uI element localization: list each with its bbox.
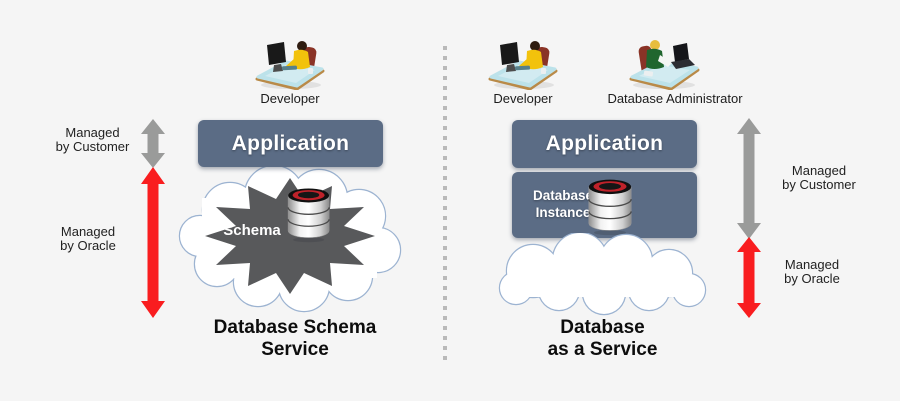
application-label: Application bbox=[545, 132, 664, 155]
application-box: Application bbox=[198, 120, 383, 167]
application-label: Application bbox=[231, 131, 350, 155]
developer-icon bbox=[253, 38, 327, 90]
application-box: Application bbox=[512, 120, 697, 168]
managed-by-customer-arrow bbox=[139, 119, 167, 168]
developer-label: Developer bbox=[493, 91, 553, 106]
developer-icon bbox=[486, 38, 560, 90]
managed-by-customer-label: Managed by Customer bbox=[55, 125, 130, 154]
database-instance-label: Database Instance bbox=[532, 188, 594, 220]
database-as-a-service-title: Database as a Service bbox=[547, 317, 658, 360]
database-instance-box: Database Instance bbox=[512, 172, 697, 238]
managed-by-oracle-label: Managed by Oracle bbox=[60, 224, 116, 253]
schema-burst bbox=[205, 178, 375, 294]
developer-label: Developer bbox=[260, 91, 320, 106]
managed-by-oracle-arrow bbox=[139, 167, 167, 318]
database-administrator-label: Database Administrator bbox=[607, 91, 743, 106]
left-panel: Developer Managed by Customer Managed by… bbox=[0, 0, 443, 401]
schema-label: Schema bbox=[223, 222, 281, 239]
right-panel: Developer Database Administrator Applica… bbox=[447, 0, 900, 401]
managed-by-oracle-label: Managed by Oracle bbox=[784, 257, 840, 286]
schema-cloud: Schema bbox=[172, 158, 407, 315]
database-cylinder-icon bbox=[287, 188, 330, 243]
database-schema-service-title: Database Schema Service bbox=[213, 317, 377, 360]
managed-by-oracle-arrow bbox=[734, 237, 764, 318]
database-cylinder-icon bbox=[584, 175, 636, 236]
managed-by-customer-arrow bbox=[734, 118, 764, 239]
admin-at-laptop-icon bbox=[624, 36, 702, 90]
managed-by-customer-label: Managed by Customer bbox=[782, 163, 856, 192]
panel-divider bbox=[443, 46, 447, 362]
daas-cloud bbox=[483, 233, 723, 317]
